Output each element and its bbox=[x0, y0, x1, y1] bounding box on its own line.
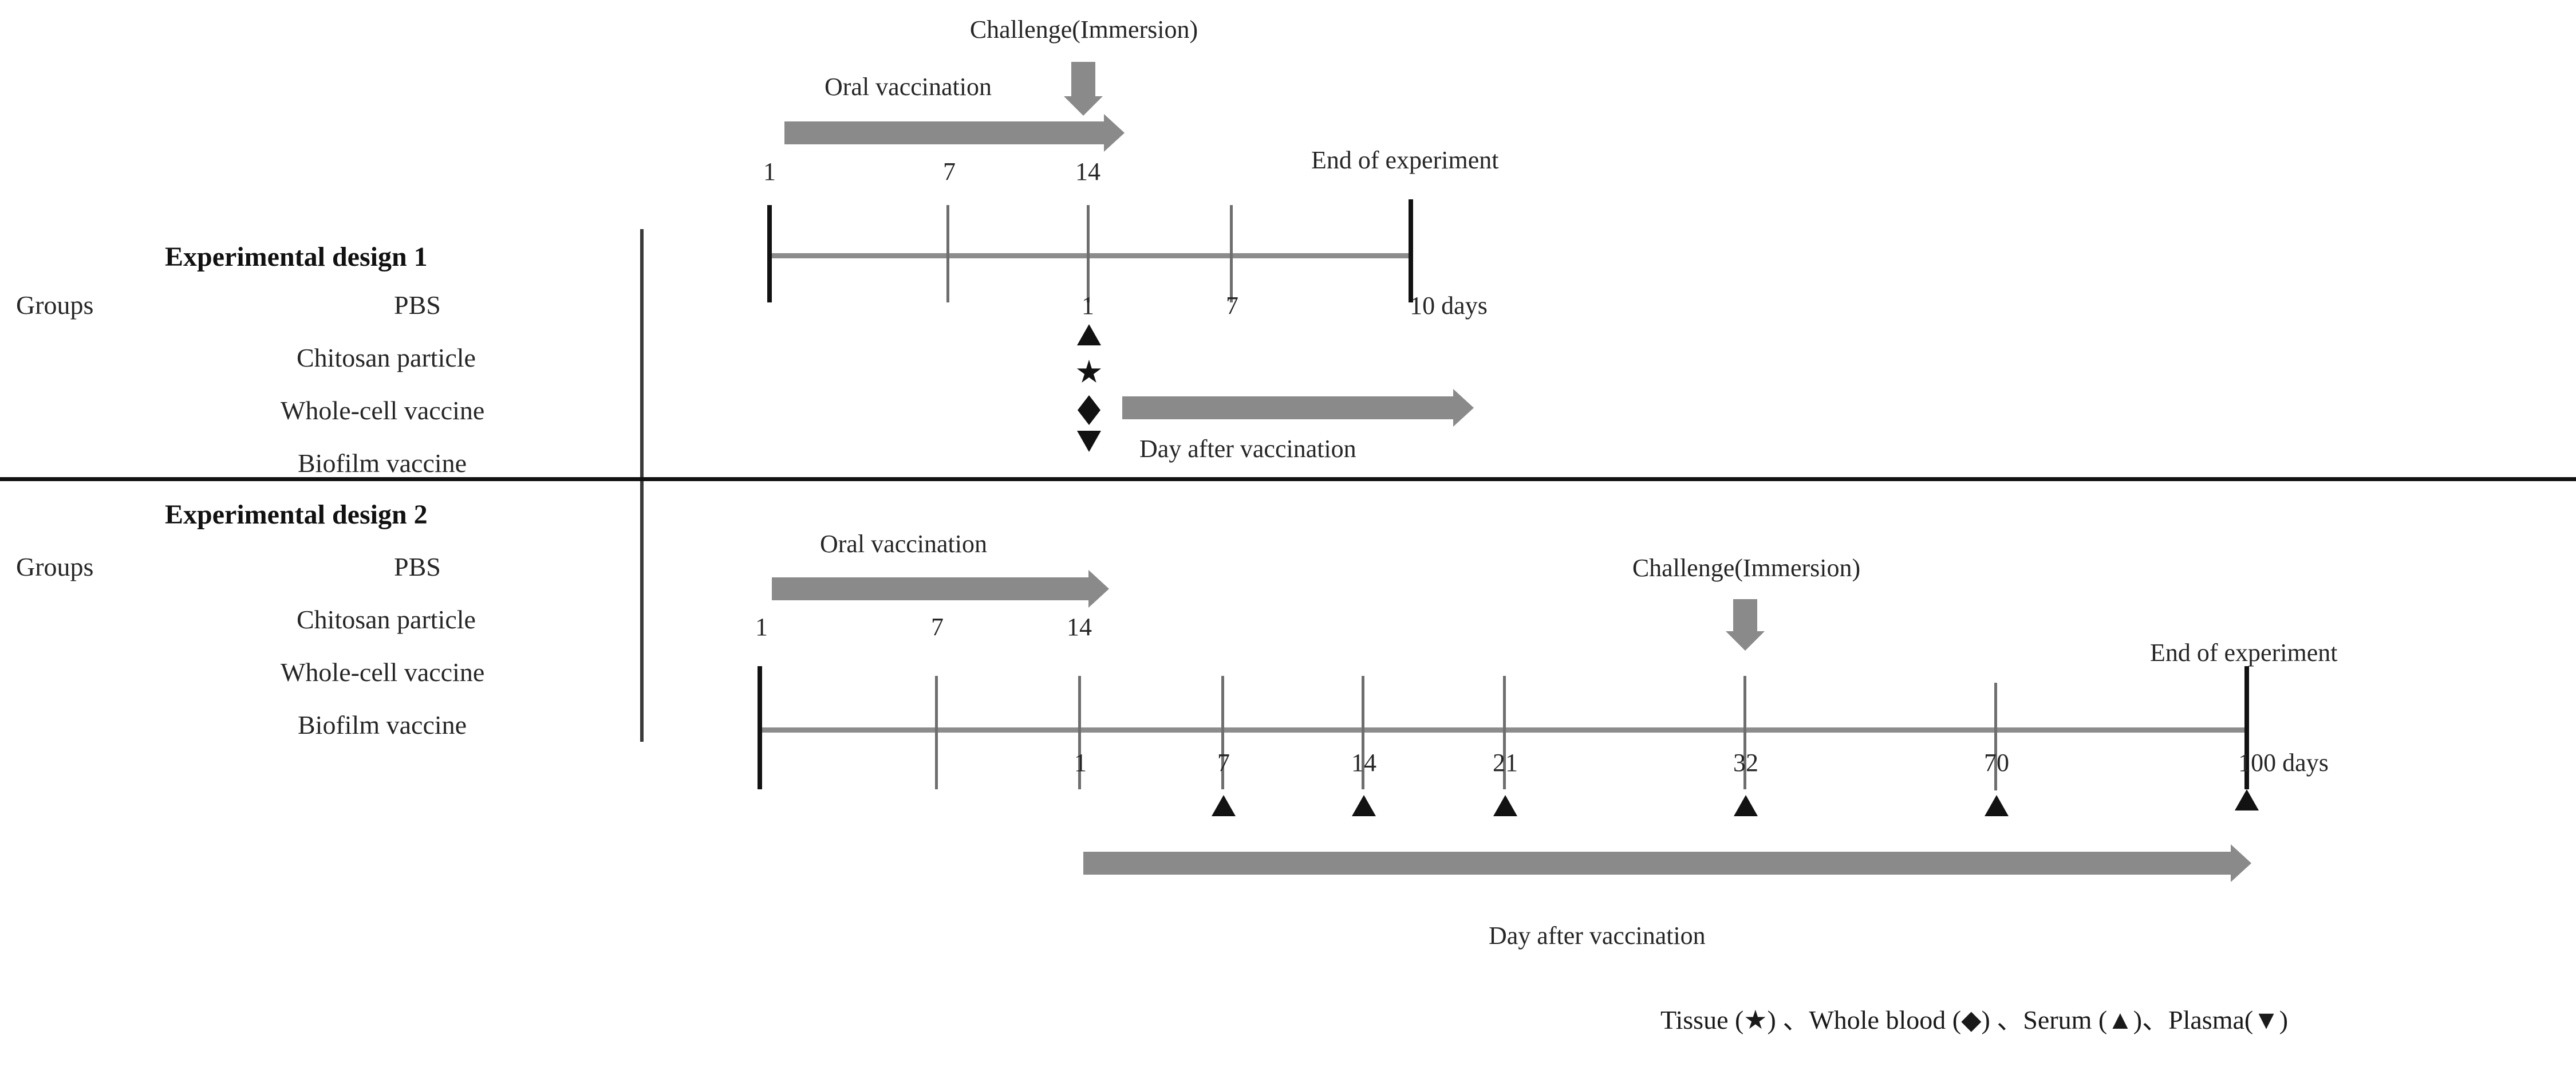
design2-group-whole-cell-vaccine: Whole-cell vaccine bbox=[281, 658, 485, 687]
design1-vaccination-tick-label-14: 14 bbox=[1075, 158, 1100, 186]
column-divider bbox=[640, 229, 644, 742]
design1-post-tick-label-7: 7 bbox=[1226, 292, 1238, 320]
design2-tick-day1 bbox=[758, 666, 762, 789]
design2-post-tick-label-100days: 100 days bbox=[2238, 749, 2329, 777]
design2-tick-day7 bbox=[935, 676, 938, 789]
design2-marker-serum-day100-icon bbox=[2235, 789, 2259, 810]
design2-day-after-vaccination-arrow-icon bbox=[1083, 852, 2232, 875]
design1-tick-end bbox=[1409, 199, 1413, 302]
design1-groups-heading: Groups bbox=[16, 290, 94, 320]
design1-timeline-axis bbox=[768, 253, 1412, 258]
design2-marker-serum-day70-icon bbox=[1985, 795, 2009, 816]
design2-title: Experimental design 2 bbox=[165, 499, 428, 530]
design1-challenge-label: Challenge(Immersion) bbox=[969, 15, 1198, 44]
design2-vaccination-tick-label-1: 1 bbox=[755, 613, 768, 641]
design2-tick-post21 bbox=[1503, 676, 1506, 789]
design2-tick-post70 bbox=[1994, 683, 1997, 790]
design1-oral-vaccination-label: Oral vaccination bbox=[825, 73, 992, 101]
design2-marker-serum-day32-icon bbox=[1734, 795, 1758, 816]
design2-oral-vaccination-label: Oral vaccination bbox=[820, 530, 987, 558]
design1-tick-day14 bbox=[1087, 205, 1090, 302]
design1-post-tick-label-1: 1 bbox=[1082, 292, 1094, 320]
design2-tick-post7 bbox=[1221, 676, 1224, 789]
design2-end-of-experiment-label: End of experiment bbox=[2150, 639, 2338, 667]
design2-marker-serum-day21-icon bbox=[1493, 795, 1517, 816]
design2-group-pbs: PBS bbox=[394, 552, 441, 581]
design2-vaccination-tick-label-7: 7 bbox=[931, 613, 944, 641]
design1-tick-day1 bbox=[767, 205, 772, 302]
design1-tick-day7 bbox=[946, 205, 949, 302]
design1-marker-serum-triangle-up-icon bbox=[1077, 324, 1101, 345]
design1-marker-whole-blood-diamond-icon bbox=[1078, 395, 1100, 425]
design1-group-pbs: PBS bbox=[394, 290, 441, 320]
design1-post-tick-label-10days: 10 days bbox=[1410, 292, 1488, 320]
design1-oral-vaccination-arrow-icon bbox=[784, 121, 1105, 144]
design2-challenge-label: Challenge(Immersion) bbox=[1632, 554, 1861, 582]
design2-oral-vaccination-arrow-icon bbox=[772, 577, 1090, 600]
design1-day-after-vaccination-arrow-icon bbox=[1122, 396, 1454, 419]
design2-post-tick-label-7: 7 bbox=[1217, 749, 1230, 777]
design1-marker-tissue-star-icon bbox=[1076, 360, 1102, 383]
design1-tick-post7 bbox=[1230, 205, 1233, 302]
design2-day-after-vaccination-label: Day after vaccination bbox=[1489, 922, 1706, 950]
design1-title: Experimental design 1 bbox=[165, 242, 428, 272]
sample-type-legend: Tissue (★) 、Whole blood (◆) 、Serum (▲)、P… bbox=[1660, 1005, 2289, 1034]
design1-end-of-experiment-label: End of experiment bbox=[1311, 146, 1499, 174]
design2-marker-serum-day14-icon bbox=[1352, 795, 1376, 816]
design2-post-tick-label-70: 70 bbox=[1984, 749, 2009, 777]
design2-groups-heading: Groups bbox=[16, 552, 94, 581]
design1-vaccination-tick-label-1: 1 bbox=[763, 158, 776, 186]
design2-marker-serum-day7-icon bbox=[1212, 795, 1236, 816]
design2-post-tick-label-21: 21 bbox=[1493, 749, 1518, 777]
design1-marker-plasma-triangle-down-icon bbox=[1077, 431, 1101, 452]
design2-post-tick-label-32: 32 bbox=[1733, 749, 1758, 777]
design2-tick-post32 bbox=[1743, 676, 1746, 789]
design2-tick-post100 bbox=[2244, 666, 2249, 789]
design1-vaccination-tick-label-7: 7 bbox=[943, 158, 956, 186]
design2-post-tick-label-1: 1 bbox=[1074, 749, 1087, 777]
design1-challenge-arrow-icon bbox=[1071, 62, 1095, 97]
design2-tick-day14 bbox=[1078, 676, 1081, 789]
section-divider bbox=[0, 477, 2576, 481]
design2-post-tick-label-14: 14 bbox=[1351, 749, 1376, 777]
design1-day-after-vaccination-label: Day after vaccination bbox=[1139, 435, 1356, 463]
design2-vaccination-tick-label-14: 14 bbox=[1067, 613, 1092, 641]
design2-group-biofilm-vaccine: Biofilm vaccine bbox=[298, 710, 467, 739]
design1-group-whole-cell-vaccine: Whole-cell vaccine bbox=[281, 396, 485, 425]
design1-group-chitosan-particle: Chitosan particle bbox=[297, 343, 476, 372]
design1-group-biofilm-vaccine: Biofilm vaccine bbox=[298, 448, 467, 478]
design2-tick-post14 bbox=[1362, 676, 1364, 789]
design2-challenge-arrow-icon bbox=[1733, 599, 1757, 632]
design2-group-chitosan-particle: Chitosan particle bbox=[297, 605, 476, 634]
